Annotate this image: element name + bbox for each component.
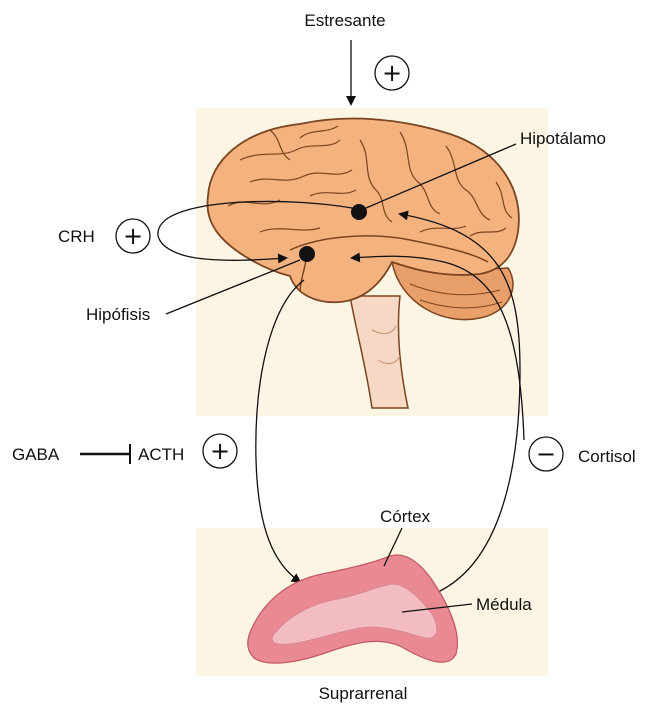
cortisol-label: Cortisol (578, 447, 636, 466)
cortex-label: Córtex (380, 507, 431, 526)
medulla-label: Médula (476, 595, 532, 614)
cortisol-minus-badge: − (529, 437, 563, 471)
crh-label: CRH (58, 227, 95, 246)
stressor-plus-badge: + (375, 56, 409, 90)
svg-text:+: + (382, 59, 402, 87)
adrenal-label: Suprarrenal (319, 684, 408, 703)
crh-plus-badge: + (116, 219, 150, 253)
svg-text:+: + (123, 222, 143, 250)
svg-text:+: + (210, 437, 230, 465)
pituitary-node (299, 246, 315, 262)
stressor-label: Estresante (304, 11, 385, 30)
acth-plus-badge: + (203, 434, 237, 468)
svg-text:−: − (536, 440, 556, 468)
pituitary-label: Hipófisis (86, 305, 150, 324)
gaba-label: GABA (12, 445, 60, 464)
hypothalamus-label: Hipotálamo (520, 129, 606, 148)
hypothalamus-node (351, 204, 367, 220)
acth-label: ACTH (138, 445, 184, 464)
